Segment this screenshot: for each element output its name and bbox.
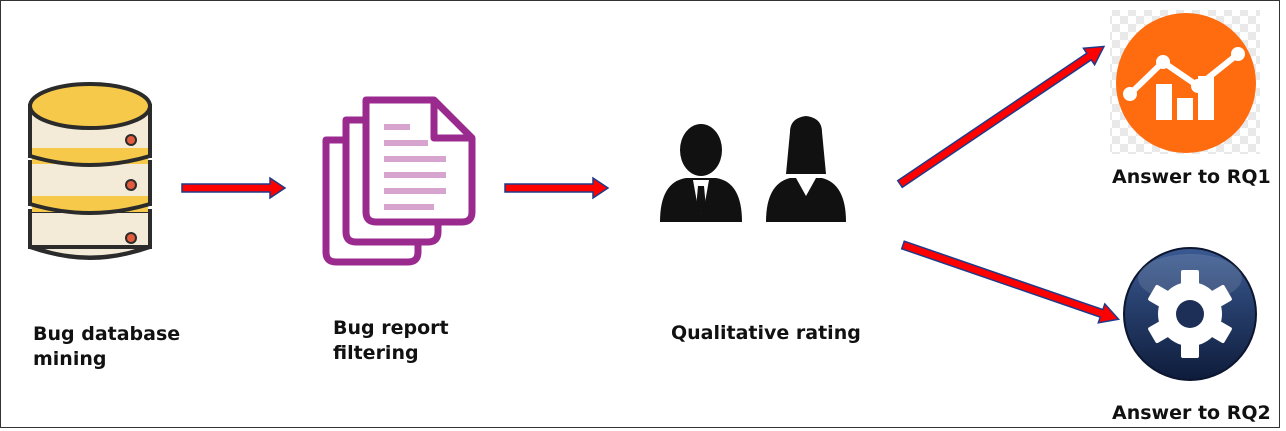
step-label-bug-database-mining: Bug database mining xyxy=(33,322,180,372)
arrow-to-rq1 xyxy=(896,45,1106,189)
step-label-line: filtering xyxy=(333,342,419,364)
gear-icon xyxy=(1123,247,1257,381)
step-label-line: mining xyxy=(33,348,107,370)
step-label-qualitative-rating: Qualitative rating xyxy=(671,321,861,346)
document-lines xyxy=(384,124,446,210)
step-label-line: Qualitative rating xyxy=(671,322,861,344)
step-label-bug-report-filtering: Bug report filtering xyxy=(333,316,449,366)
output-label-rq2: Answer to RQ2 xyxy=(1112,402,1271,424)
database-icon xyxy=(28,82,152,260)
chart-icon xyxy=(1110,10,1260,154)
arrow-2 xyxy=(504,176,610,200)
people-icon xyxy=(660,116,846,222)
arrow-to-rq2 xyxy=(900,240,1121,324)
arrow-1 xyxy=(181,176,287,200)
step-label-line: Bug report xyxy=(333,317,449,339)
output-label-rq1: Answer to RQ1 xyxy=(1112,166,1271,188)
step-label-line: Bug database xyxy=(33,323,181,345)
